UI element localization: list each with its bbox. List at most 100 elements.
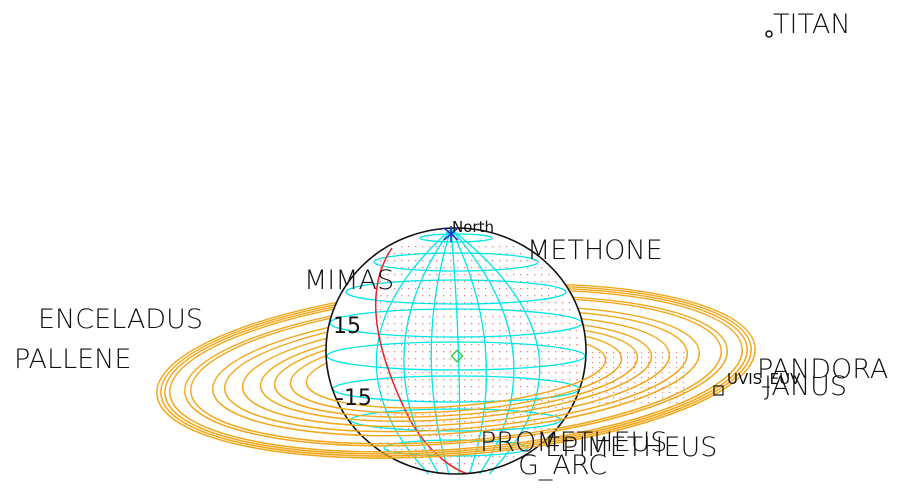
night-dot	[415, 246, 417, 248]
night-dot	[548, 428, 550, 430]
night-dot	[492, 435, 494, 437]
night-dot	[380, 274, 382, 276]
ring-shadow-dot	[641, 367, 643, 369]
night-dot	[457, 281, 459, 283]
night-dot	[541, 330, 543, 332]
night-dot	[394, 302, 396, 304]
night-dot	[499, 288, 501, 290]
ring-shadow-dot	[620, 357, 622, 359]
night-dot	[401, 428, 403, 430]
night-dot	[471, 379, 473, 381]
night-dot	[555, 386, 557, 388]
night-dot	[450, 295, 452, 297]
night-dot	[387, 267, 389, 269]
night-dot	[443, 400, 445, 402]
night-dot	[401, 316, 403, 318]
night-dot	[541, 309, 543, 311]
night-dot	[485, 428, 487, 430]
night-dot	[541, 358, 543, 360]
night-dot	[471, 407, 473, 409]
night-dot	[576, 365, 578, 367]
night-dot	[485, 449, 487, 451]
ring-shadow-dot	[662, 402, 664, 404]
night-dot	[527, 281, 529, 283]
night-dot	[506, 456, 508, 458]
night-dot	[471, 435, 473, 437]
night-dot	[478, 246, 480, 248]
night-dot	[464, 463, 466, 465]
night-dot	[429, 358, 431, 360]
night-dot	[478, 358, 480, 360]
night-dot	[478, 428, 480, 430]
ring-shadow-dot	[627, 372, 629, 374]
night-dot	[478, 323, 480, 325]
night-dot	[520, 288, 522, 290]
night-dot	[394, 365, 396, 367]
night-dot	[457, 274, 459, 276]
night-dot	[499, 344, 501, 346]
ring-shadow-dot	[655, 397, 657, 399]
night-dot	[534, 393, 536, 395]
night-dot	[520, 358, 522, 360]
uvis-target-label: UVIS_EUV	[727, 370, 801, 389]
night-dot	[408, 393, 410, 395]
night-dot	[569, 344, 571, 346]
night-dot	[478, 295, 480, 297]
night-dot	[534, 323, 536, 325]
night-dot	[569, 309, 571, 311]
night-dot	[436, 428, 438, 430]
night-dot	[471, 330, 473, 332]
night-dot	[401, 414, 403, 416]
night-dot	[450, 281, 452, 283]
night-dot	[485, 281, 487, 283]
night-dot	[513, 260, 515, 262]
night-dot	[520, 386, 522, 388]
night-dot	[401, 449, 403, 451]
ring-shadow-dot	[676, 397, 678, 399]
night-dot	[471, 351, 473, 353]
night-dot	[562, 407, 564, 409]
night-dot	[471, 274, 473, 276]
night-dot	[541, 288, 543, 290]
night-dot	[422, 288, 424, 290]
night-dot	[415, 281, 417, 283]
night-dot	[541, 421, 543, 423]
night-dot	[513, 323, 515, 325]
night-dot	[401, 456, 403, 458]
ring-shadow-dot	[592, 367, 594, 369]
night-dot	[387, 302, 389, 304]
night-dot	[408, 351, 410, 353]
night-dot	[471, 414, 473, 416]
night-dot	[408, 337, 410, 339]
night-dot	[380, 260, 382, 262]
ring-shadow-dot	[648, 352, 650, 354]
night-dot	[513, 337, 515, 339]
night-dot	[513, 393, 515, 395]
night-dot	[499, 442, 501, 444]
night-dot	[394, 344, 396, 346]
epimetheus-label: EPIMETHEUS	[545, 432, 717, 463]
ring-shadow-dot	[606, 397, 608, 399]
ring-shadow-dot	[592, 382, 594, 384]
night-dot	[527, 414, 529, 416]
night-dot	[555, 407, 557, 409]
night-dot	[387, 295, 389, 297]
longitude-line-4	[450, 228, 488, 475]
night-dot	[513, 246, 515, 248]
night-dot	[457, 463, 459, 465]
mimas-label: MIMAS	[304, 265, 394, 296]
night-dot	[429, 379, 431, 381]
night-dot	[422, 323, 424, 325]
night-dot	[485, 330, 487, 332]
night-dot	[436, 463, 438, 465]
night-dot	[443, 344, 445, 346]
night-dot	[471, 400, 473, 402]
night-dot	[478, 379, 480, 381]
night-dot	[415, 267, 417, 269]
night-dot	[415, 386, 417, 388]
ring-shadow-dot	[641, 357, 643, 359]
ring-shadow-dot	[613, 382, 615, 384]
ring-shadow-dot	[606, 367, 608, 369]
ring-shadow-dot	[627, 387, 629, 389]
night-dot	[401, 372, 403, 374]
